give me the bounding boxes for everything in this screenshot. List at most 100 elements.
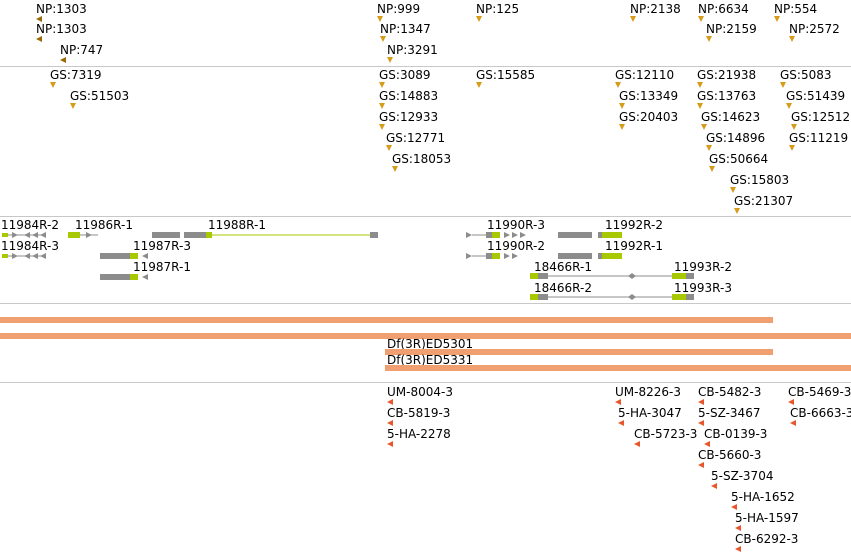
gene-label[interactable]: 11984R-3 — [1, 239, 59, 253]
gene-label[interactable]: 11988R-1 — [208, 218, 266, 232]
gene-label[interactable]: 11987R-1 — [133, 260, 191, 274]
gs-marker-icon — [786, 103, 792, 109]
gs-feature-label: GS:5083 — [780, 68, 832, 82]
insertion-label: CB-5660-3 — [698, 448, 762, 462]
insertion-marker-icon — [711, 483, 717, 489]
gene-models-canvas — [2, 232, 694, 300]
gs-feature-label: GS:12933 — [379, 110, 439, 124]
gene-model[interactable] — [100, 253, 148, 259]
deficiency-label[interactable]: Df(3R)ED5331 — [387, 353, 474, 367]
insertion-marker-icon — [698, 462, 704, 468]
gene-label[interactable]: 11992R-2 — [605, 218, 663, 232]
insertion-label: CB-5819-3 — [387, 406, 451, 420]
np-marker-icon — [476, 16, 482, 22]
gs-marker-icon — [619, 103, 625, 109]
gene-model[interactable] — [68, 232, 98, 238]
insertion-label: 5-SZ-3467 — [698, 406, 761, 420]
gene-model[interactable] — [100, 274, 148, 280]
gs-feature-label: GS:51503 — [70, 89, 130, 103]
gs-feature-label: GS:14883 — [379, 89, 439, 103]
np-marker-icon — [377, 16, 383, 22]
insertion-label: UM-8226-3 — [615, 385, 681, 399]
gene-label[interactable]: 11992R-1 — [605, 239, 663, 253]
insertion-label: CB-6663-3 — [790, 406, 851, 420]
gene-label[interactable]: 18466R-1 — [534, 260, 592, 274]
track-separator — [0, 382, 851, 383]
deficiency-bar[interactable] — [0, 333, 851, 339]
gene-label[interactable]: 18466R-2 — [534, 281, 592, 295]
np-feature-label: NP:1303 — [36, 2, 87, 16]
gs-feature-label: GS:13763 — [697, 89, 757, 103]
gs-marker-icon — [697, 82, 703, 88]
np-marker-icon — [36, 36, 42, 42]
gene-label[interactable]: 11987R-3 — [133, 239, 191, 253]
gs-feature-label: GS:51439 — [786, 89, 846, 103]
insertion-label: CB-5482-3 — [698, 385, 762, 399]
np-track: NP:1303 NP:1303 NP:747 NP:999 NP:1347 NP… — [0, 0, 851, 66]
gene-label[interactable]: 11990R-2 — [487, 239, 545, 253]
np-feature-label: NP:125 — [476, 2, 520, 16]
gs-feature-label: GS:7319 — [50, 68, 102, 82]
deficiency-bar[interactable] — [385, 349, 773, 355]
insertion-marker-icon — [790, 420, 796, 426]
insertion-label: CB-5723-3 — [634, 427, 698, 441]
np-marker-icon — [698, 16, 704, 22]
insertion-marker-icon — [387, 420, 393, 426]
insertion-marker-icon — [735, 525, 741, 531]
insertion-marker-icon — [387, 399, 393, 405]
gs-feature-label: GS:15585 — [476, 68, 536, 82]
gs-marker-icon — [734, 208, 740, 214]
gs-feature-label: GS:14896 — [706, 131, 766, 145]
gene-model[interactable] — [530, 273, 694, 279]
insertion-marker-icon — [387, 441, 393, 447]
np-feature-label: NP:747 — [60, 43, 104, 57]
gene-label[interactable]: 11990R-3 — [487, 218, 545, 232]
gs-feature-label: GS:11219 — [789, 131, 849, 145]
deficiency-bar[interactable] — [385, 365, 851, 371]
np-feature-label: NP:554 — [774, 2, 818, 16]
gs-marker-icon — [476, 82, 482, 88]
gene-label[interactable]: 11993R-2 — [674, 260, 732, 274]
np-marker-icon — [60, 57, 66, 63]
gene-label[interactable]: 11984R-2 — [1, 218, 59, 232]
deficiency-label[interactable]: Df(3R)ED5301 — [387, 337, 474, 351]
gs-marker-icon — [50, 82, 56, 88]
gs-feature-label: GS:12771 — [386, 131, 446, 145]
deficiency-bar[interactable] — [0, 317, 773, 323]
gs-feature-label: GS:12512 — [791, 110, 851, 124]
gs-feature-label: GS:12110 — [615, 68, 675, 82]
np-marker-icon — [706, 36, 712, 42]
np-feature-label: NP:3291 — [387, 43, 438, 57]
gene-model[interactable] — [466, 232, 526, 238]
track-separator — [0, 216, 851, 217]
gene-label[interactable]: 11993R-3 — [674, 281, 732, 295]
gene-model[interactable] — [558, 232, 622, 238]
gene-label[interactable]: 11986R-1 — [75, 218, 133, 232]
gene-model[interactable] — [2, 232, 46, 238]
track-separator — [0, 303, 851, 304]
gs-marker-icon — [379, 82, 385, 88]
gene-track: 11984R-2 11984R-3 11986R-1 11987R-3 1198… — [0, 217, 851, 303]
gs-feature-label: GS:15803 — [730, 173, 790, 187]
insertion-marker-icon — [615, 399, 621, 405]
gene-model[interactable] — [530, 294, 694, 300]
np-marker-icon — [789, 36, 795, 42]
gs-feature-label: GS:3089 — [379, 68, 431, 82]
gs-feature-label: GS:21307 — [734, 194, 794, 208]
insertion-label: CB-5469-3 — [788, 385, 851, 399]
np-marker-icon — [380, 36, 386, 42]
gene-model[interactable] — [152, 232, 378, 238]
gs-feature-label: GS:20403 — [619, 110, 679, 124]
gene-model[interactable] — [558, 253, 622, 259]
insertion-label: UM-8004-3 — [387, 385, 453, 399]
np-feature-label: NP:999 — [377, 2, 421, 16]
insertion-label: CB-0139-3 — [704, 427, 768, 441]
gs-feature-label: GS:50664 — [709, 152, 769, 166]
gene-model[interactable] — [466, 253, 518, 259]
insertion-marker-icon — [704, 441, 710, 447]
gs-marker-icon — [791, 124, 797, 130]
np-marker-icon — [774, 16, 780, 22]
insertion-marker-icon — [698, 399, 704, 405]
np-feature-label: NP:1347 — [380, 22, 431, 36]
gene-model[interactable] — [2, 253, 46, 259]
